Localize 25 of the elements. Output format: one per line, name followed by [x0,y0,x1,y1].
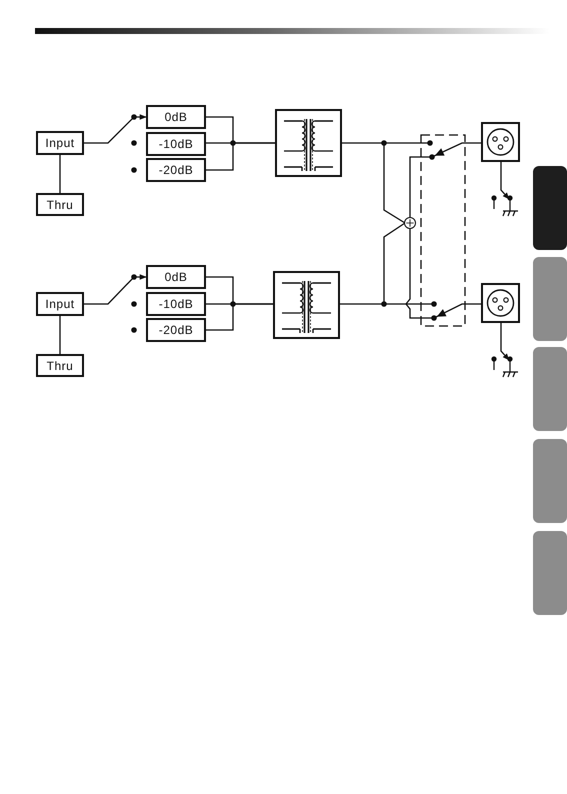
transformer-box [275,109,342,177]
label-box: Thru [36,193,84,216]
switch-connector [405,229,481,319]
switch-connector [409,142,481,217]
signal-line [84,274,147,305]
signal-line [206,142,275,171]
label-box: 0dB [146,265,206,289]
xlr-connector [481,122,520,162]
label-box: -10dB [146,132,206,156]
xlr-connector [481,283,520,323]
signal-line [84,114,147,144]
signal-line [59,155,61,193]
signal-line [340,222,406,305]
label-box: Thru [36,354,84,377]
signal-line [342,142,406,224]
summing-junction [404,217,416,229]
label-box: -20dB [146,158,206,182]
transformer-box [273,271,340,339]
label-box: -10dB [146,292,206,316]
label-box: -20dB [146,318,206,342]
label-box: Input [36,292,84,316]
signal-line [59,316,61,354]
label-box: Input [36,131,84,155]
signal-line [206,303,273,331]
label-box: 0dB [146,105,206,129]
